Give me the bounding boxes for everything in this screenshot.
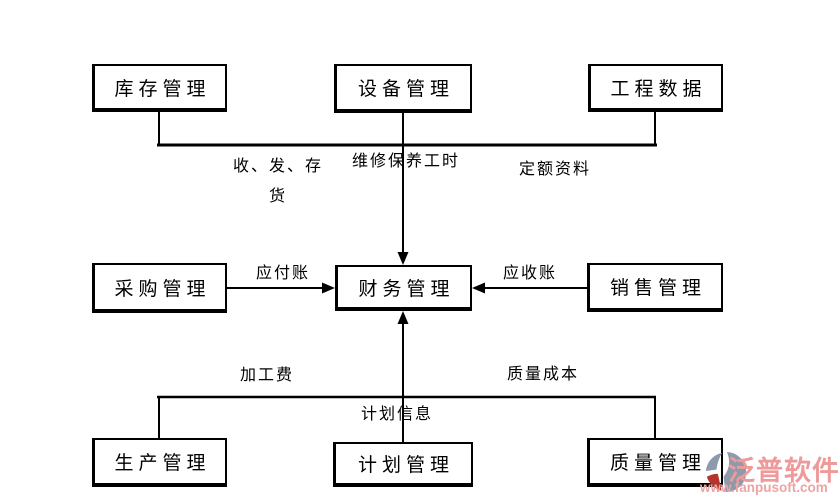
node-procurement-management: 采购管理 [92, 263, 227, 313]
edge-label-accounts-payable: 应付账 [255, 265, 311, 282]
edge-label-inventory-flow-line1: 收、发、存 [232, 158, 324, 175]
node-finance-management: 财务管理 [335, 265, 472, 311]
node-equipment-management: 设备管理 [334, 64, 472, 113]
edge-label-inventory-flow: 收、发、存 货 [233, 152, 323, 212]
edge-label-plan-info: 计划信息 [360, 406, 434, 423]
edge-label-accounts-receivable: 应收账 [502, 265, 558, 282]
node-production-management: 生产管理 [92, 438, 227, 487]
fanpu-url-text: www.fanpusoft.com [700, 480, 828, 495]
node-inventory-management: 库存管理 [92, 64, 227, 112]
fanpu-brand-text: 泛普软件 [728, 456, 838, 486]
edge-label-processing-fee: 加工费 [239, 367, 295, 384]
node-sales-management: 销售管理 [587, 263, 723, 312]
node-quality-management: 质量管理 [587, 438, 723, 487]
edge-label-quality-cost: 质量成本 [506, 366, 580, 383]
edge-label-inventory-flow-line2: 货 [268, 188, 288, 205]
edge-label-maintenance-hours: 维修保养工时 [351, 153, 461, 170]
node-engineering-data: 工程数据 [588, 64, 723, 112]
edge-label-quota-data: 定额资料 [518, 161, 592, 178]
fanpu-watermark: 泛普软件 www.fanpusoft.com [698, 447, 838, 499]
node-planning-management: 计划管理 [333, 442, 473, 487]
fanpu-logo-icon [705, 451, 746, 493]
